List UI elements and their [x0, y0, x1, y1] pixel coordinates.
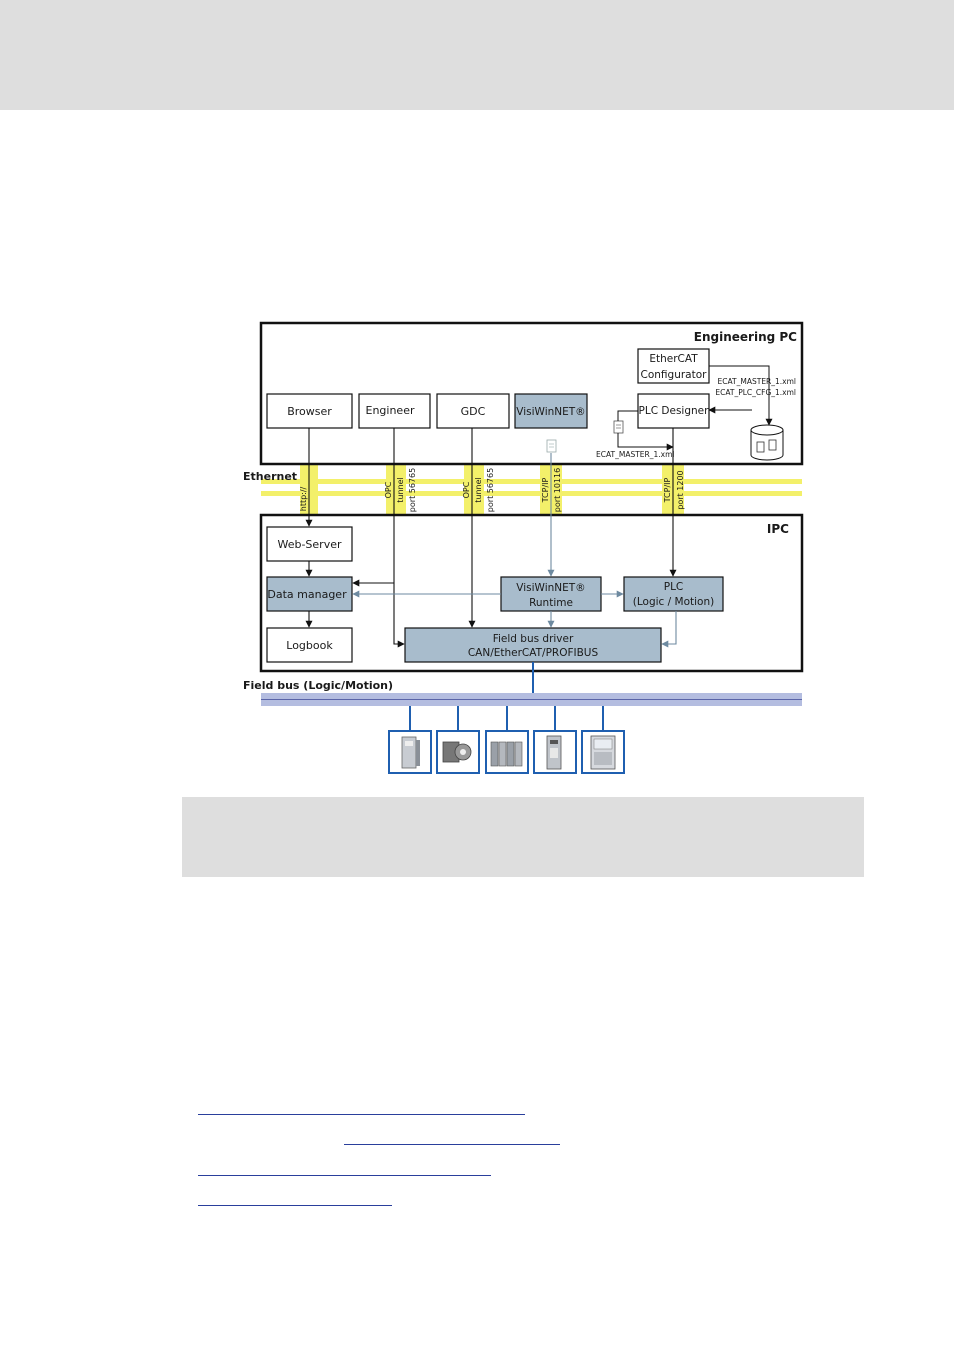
engineering-pc-title: Engineering PC: [694, 330, 797, 344]
hmi-panel-icon: [581, 730, 625, 774]
field-bus-driver-box: [404, 627, 662, 663]
gdc-box: [436, 393, 510, 429]
file-label-ecat-master-out: ECAT_MASTER_1.xml: [596, 450, 674, 459]
plc-designer-label: PLC Designer: [639, 405, 710, 417]
servo-drive-icon: [436, 730, 480, 774]
controller-module-icon: [533, 730, 577, 774]
page-header-band: [0, 0, 954, 110]
document-icon-visiwinnet: [546, 439, 557, 453]
visi-tcpip-label: TCP/IP: [541, 477, 550, 503]
ethernet-bus: [261, 465, 802, 515]
document-icon: [613, 420, 624, 434]
io-system-icon: [485, 730, 529, 774]
web-server-label: Web-Server: [277, 538, 342, 551]
engineer-port-label: port 56765: [408, 468, 417, 512]
field-bus-label: Field bus (Logic/Motion): [243, 679, 393, 692]
link-2[interactable]: [344, 1144, 560, 1145]
data-manager-label: Data manager: [267, 588, 347, 601]
gdc-label: GDC: [461, 405, 486, 418]
logbook-box: [266, 627, 353, 663]
visi-port-label: port 10116: [553, 468, 562, 512]
plc-line1: PLC: [664, 581, 684, 593]
engineer-tunnel-label: tunnel: [396, 477, 405, 503]
device-drops: [409, 706, 604, 731]
engineering-pc-frame: [259, 321, 804, 466]
browser-box: [266, 393, 353, 429]
visiwinnet-box: [514, 393, 588, 429]
gdc-tunnel-label: tunnel: [474, 477, 483, 503]
plc-line2: (Logic / Motion): [633, 596, 714, 608]
ipc-frame: [259, 513, 804, 673]
logbook-label: Logbook: [286, 639, 333, 652]
visiwinnet-label: VisiWinNET®: [516, 406, 585, 418]
engineering-connectors: [617, 365, 773, 451]
inverter-drive-icon: [388, 730, 432, 774]
link-1[interactable]: [198, 1114, 525, 1115]
link-3[interactable]: [198, 1175, 491, 1176]
visiwinnet-runtime-line2: Runtime: [529, 597, 573, 609]
file-label-ecat-plc-cfg: ECAT_PLC_CFG_1.xml: [715, 388, 796, 397]
gdc-opc-label: OPC: [462, 481, 471, 498]
plc-port-label: port 1200: [676, 470, 685, 509]
ipc-title: IPC: [767, 522, 789, 536]
http-label: http://: [299, 486, 308, 511]
data-manager-box: [266, 576, 353, 612]
ethernet-label: Ethernet: [243, 470, 297, 483]
gdc-port-label: port 56765: [486, 468, 495, 512]
link-4[interactable]: [198, 1205, 392, 1206]
field-bus-line: [261, 693, 802, 706]
field-bus-driver-line1: Field bus driver: [493, 633, 574, 645]
visiwinnet-runtime-line1: VisiWinNET®: [516, 582, 585, 594]
ethercat-configurator-line1: EtherCAT: [649, 353, 698, 365]
engineer-label: Engineer: [366, 404, 415, 417]
file-label-ecat-master: ECAT_MASTER_1.xml: [718, 377, 796, 386]
gray-connectors: [352, 453, 677, 648]
ethercat-configurator-line2: Configurator: [641, 369, 708, 381]
browser-label: Browser: [287, 405, 332, 418]
database-icon: [750, 424, 784, 461]
engineer-opc-label: OPC: [384, 481, 393, 498]
caption-band: [182, 797, 864, 877]
field-bus-driver-line2: CAN/EtherCAT/PROFIBUS: [468, 647, 599, 659]
black-connectors: [305, 428, 677, 648]
plc-tcpip-label: TCP/IP: [663, 477, 672, 503]
plc-box: [623, 576, 724, 612]
engineer-box: [358, 393, 431, 429]
